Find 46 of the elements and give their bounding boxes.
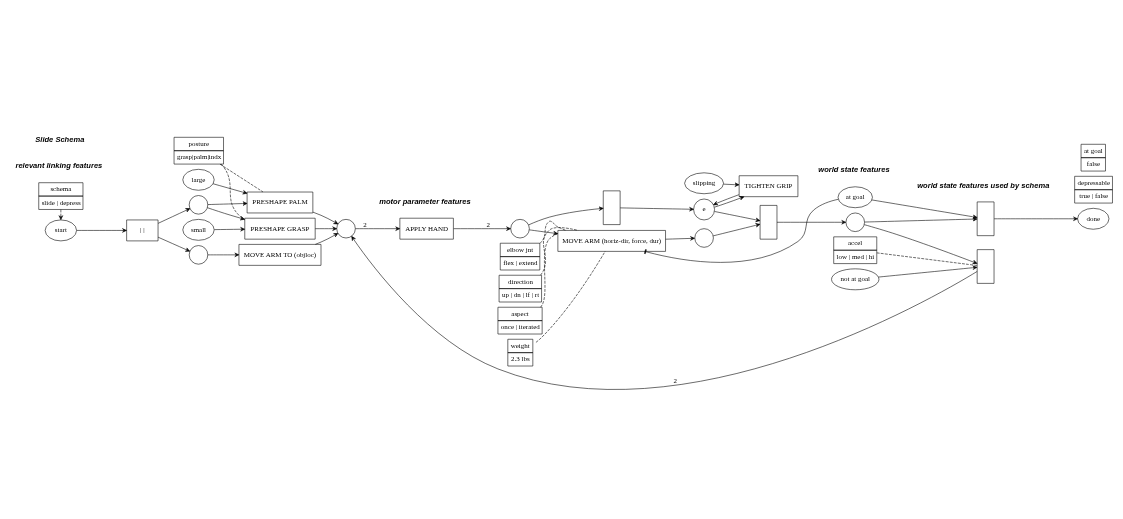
node-box (976, 201, 995, 236)
connector (540, 226, 579, 275)
arrow (993, 216, 1078, 221)
arrow (723, 182, 740, 187)
arrow (878, 265, 978, 277)
node-circle (188, 244, 209, 264)
arrow (864, 216, 978, 222)
connector (876, 252, 978, 266)
node-circle (510, 218, 530, 238)
arrow (315, 226, 337, 231)
node-circle (694, 227, 714, 248)
arrow (871, 199, 978, 219)
arrow (76, 227, 127, 233)
arrow (713, 193, 740, 205)
arrow (207, 206, 245, 220)
node-box (976, 248, 995, 284)
node-circle (336, 218, 356, 238)
arrow (355, 226, 400, 231)
node-circle (845, 212, 865, 232)
arrow (207, 200, 248, 206)
arrow (776, 219, 847, 224)
connector (219, 163, 264, 192)
arrow (315, 232, 339, 245)
arrow (714, 195, 745, 207)
arrow (712, 222, 761, 236)
arrow (212, 182, 248, 194)
arrow (528, 206, 604, 225)
arrow (665, 235, 695, 241)
arrow (453, 226, 511, 231)
arrow (157, 207, 191, 224)
connector (539, 220, 567, 244)
arrow (351, 235, 978, 389)
node-circle (188, 194, 209, 214)
arrow (312, 211, 339, 224)
arrow (58, 208, 63, 220)
connector (540, 232, 558, 308)
node-box (602, 190, 621, 225)
arrow (714, 210, 761, 222)
arrow (864, 223, 978, 264)
arrow (619, 206, 694, 211)
connector (644, 198, 839, 263)
arrow (529, 229, 558, 235)
arrow (207, 252, 240, 257)
node-box (759, 204, 778, 239)
arrow (157, 236, 191, 252)
arrow (214, 226, 245, 231)
